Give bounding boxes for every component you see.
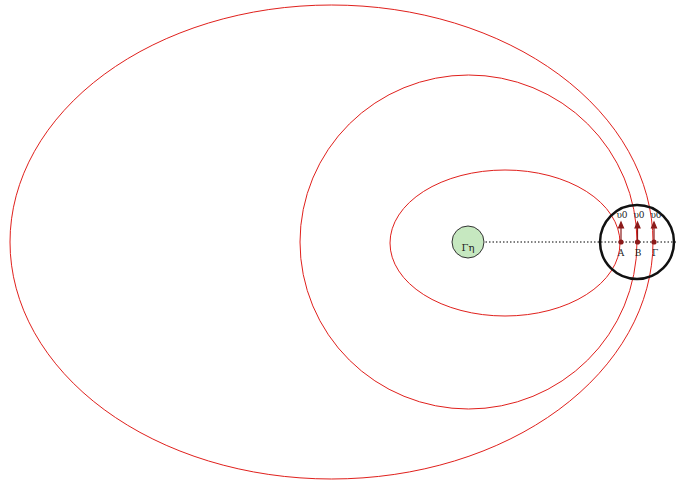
launch-points: [618, 239, 656, 244]
small-orbit: [390, 170, 620, 316]
point-label: A: [618, 249, 625, 258]
arrow-head: [652, 222, 657, 228]
earth-circle: Γη: [451, 225, 485, 259]
point-label: B: [635, 249, 642, 258]
point-label: Γ: [652, 249, 658, 258]
point-dot: [618, 239, 623, 244]
launch-circle: [600, 205, 674, 279]
velocity-label: υ0: [633, 211, 644, 220]
point-dot: [651, 239, 656, 244]
arrow-head: [619, 222, 624, 228]
earth-shape: [451, 225, 485, 259]
dotted-axis: [468, 242, 676, 243]
velocity-label: υ0: [650, 211, 661, 220]
arrow-head: [635, 222, 640, 228]
planet-name: Γη: [451, 243, 485, 253]
earth-disc: [452, 226, 484, 258]
point-dot: [635, 239, 640, 244]
medium-orbit: [300, 75, 637, 409]
velocity-vectors: [619, 222, 657, 241]
velocity-label: υ0: [616, 211, 627, 220]
